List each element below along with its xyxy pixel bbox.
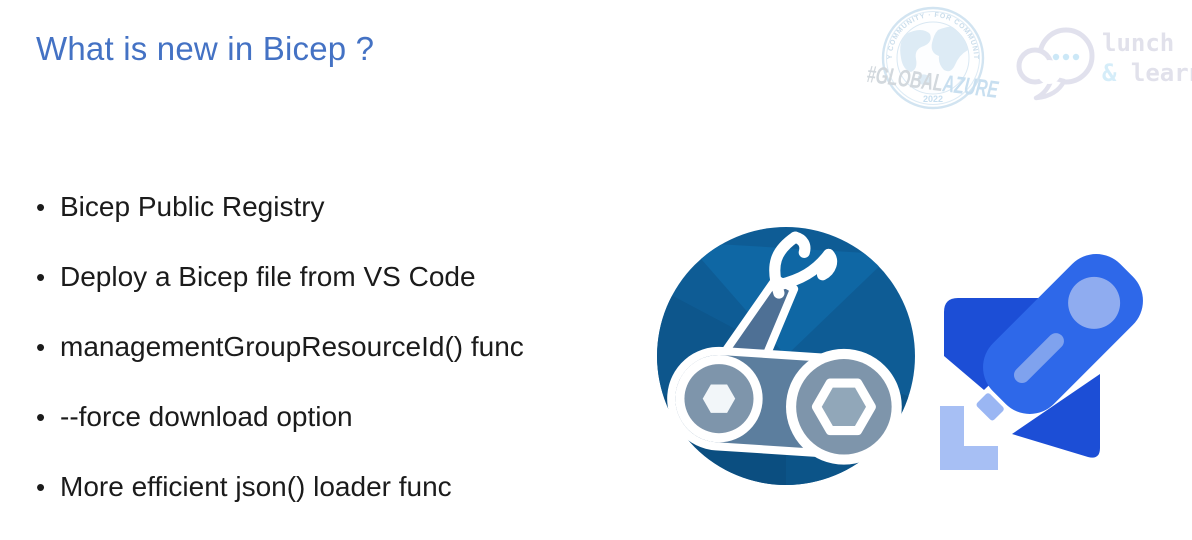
learn-line: & learn <box>1102 58 1192 88</box>
rocket-icon <box>940 254 1143 470</box>
badge-year: 2022 <box>923 94 943 104</box>
learn-word: learn <box>1130 59 1192 87</box>
globe-icon: · BY COMMUNITY · FOR COMMUNITY · #GLOBAL… <box>855 0 1000 110</box>
ampersand: & <box>1102 59 1117 87</box>
bullet-item: Bicep Public Registry <box>36 190 524 224</box>
bullet-item: --force download option <box>36 400 524 434</box>
deploy-rocket-icon <box>926 238 1170 482</box>
bullet-list: Bicep Public Registry Deploy a Bicep fil… <box>36 190 524 540</box>
bullet-item: Deploy a Bicep file from VS Code <box>36 260 524 294</box>
bullet-item: More efficient json() loader func <box>36 470 524 504</box>
page-title: What is new in Bicep ? <box>36 30 375 67</box>
bicep-logo <box>656 226 916 486</box>
lunch-and-learn-wordmark: lunch & learn <box>1102 28 1192 88</box>
bullet-item: managementGroupResourceId() func <box>36 330 524 364</box>
global-azure-badge: · BY COMMUNITY · FOR COMMUNITY · #GLOBAL… <box>855 0 1008 116</box>
cloud-speech-bubble-icon <box>1016 27 1095 101</box>
launch-pad-icon <box>940 406 998 470</box>
lunch-word: lunch <box>1102 29 1175 57</box>
bicep-robotic-arm-icon <box>657 227 915 485</box>
lunch-and-learn-logo: lunch & learn <box>1006 20 1192 106</box>
gripper-claw-icon <box>769 231 838 299</box>
